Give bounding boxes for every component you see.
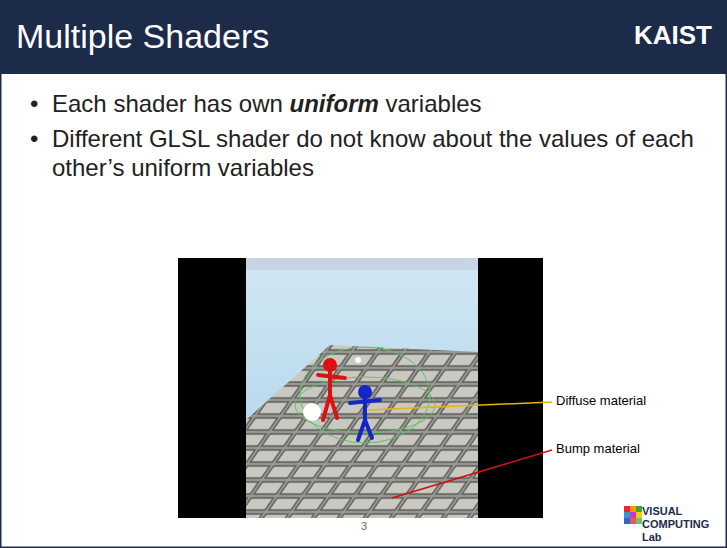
title-bar — [0, 0, 727, 74]
word: uniform — [290, 90, 386, 117]
leader-line — [368, 402, 552, 410]
lab-logo-icon — [624, 506, 642, 524]
screenshot — [178, 258, 543, 518]
bullet-text: Each shader has own uniform variables — [30, 90, 712, 119]
word: own — [239, 90, 290, 117]
bullet-text: Different GLSL shader do not know about … — [30, 125, 712, 183]
university-logo: KAIST — [634, 20, 712, 51]
callout-label: Diffuse material — [556, 393, 646, 409]
word: has — [193, 90, 238, 117]
word: shader — [113, 90, 193, 117]
lab-logo: VISUAL COMPUTING Lab — [642, 505, 722, 545]
word: Each — [52, 90, 113, 117]
slide-title: Multiple Shaders — [16, 16, 269, 57]
callout-label: Bump material — [556, 441, 640, 457]
leader-line — [392, 450, 552, 498]
word: variables — [386, 90, 482, 117]
page-number: 3 — [361, 520, 367, 533]
